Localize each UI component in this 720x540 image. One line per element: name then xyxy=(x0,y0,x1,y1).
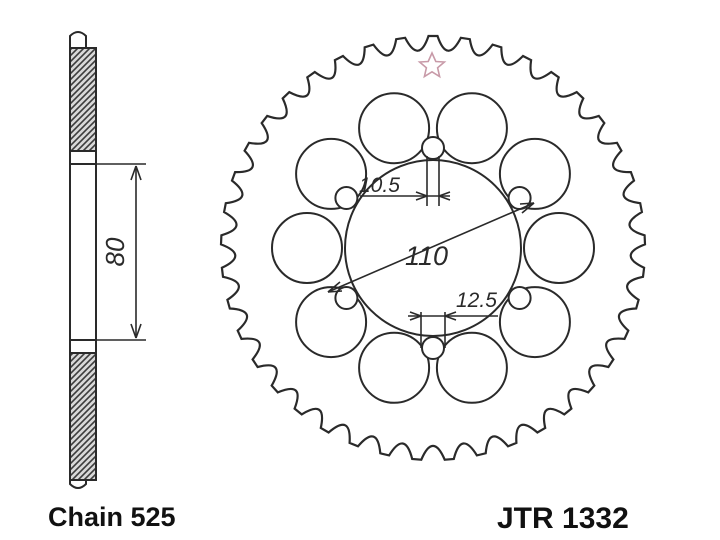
bolt-hole xyxy=(334,286,359,310)
side-view-hub-upper xyxy=(69,150,97,165)
height-dimension xyxy=(96,163,146,341)
lightening-hole xyxy=(435,331,508,404)
side-view-hatch-lower xyxy=(69,352,97,481)
side-view-hatch-upper xyxy=(69,47,97,152)
side-view xyxy=(69,31,97,489)
center-bore-dimension-value: 12.5 xyxy=(456,289,497,312)
side-view-bottom-tab xyxy=(69,480,87,489)
lightening-hole xyxy=(358,92,431,165)
lightening-hole xyxy=(358,331,431,404)
bolt-hole xyxy=(507,286,532,310)
center-bore-dimension xyxy=(408,311,498,348)
bolt-holes xyxy=(334,136,532,360)
lightening-hole xyxy=(435,92,508,165)
bolt-hole xyxy=(334,186,359,210)
lightening-hole xyxy=(523,212,595,284)
side-view-top-tab xyxy=(69,31,87,48)
side-view-hub-lower xyxy=(69,339,97,354)
side-view-hub xyxy=(69,163,97,341)
part-number-label: JTR 1332 xyxy=(497,502,629,535)
logo-star-icon xyxy=(417,51,447,79)
chain-size-label: Chain 525 xyxy=(48,502,176,532)
sprocket-front-view xyxy=(219,34,647,461)
center-bore xyxy=(344,159,522,337)
pcd-dimension-value: 110 xyxy=(405,241,448,271)
bolt-hole xyxy=(421,336,445,360)
pcd-dimension xyxy=(327,202,535,293)
bolt-hole-dimension xyxy=(360,156,451,206)
height-dimension-value: 80 xyxy=(100,237,130,266)
bolt-hole-dimension-value: 10.5 xyxy=(359,174,400,197)
bolt-hole xyxy=(421,136,445,160)
lightening-hole xyxy=(271,212,343,284)
